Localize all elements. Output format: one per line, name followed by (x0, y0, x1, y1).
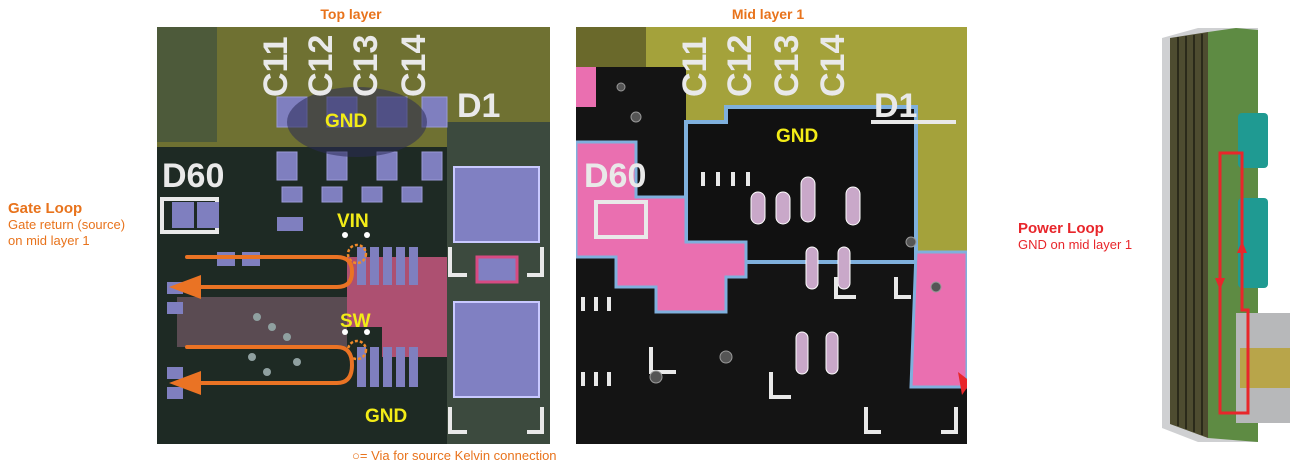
power-loop-title: Power Loop (1018, 220, 1104, 237)
kelvin-via-vin (346, 243, 368, 265)
c13-label: C13 (347, 35, 385, 97)
gate-loop-title: Gate Loop (8, 200, 83, 217)
mid-c14-label: C14 (814, 35, 852, 97)
c14-label: C14 (395, 35, 433, 97)
mid-d1-label: D1 (874, 87, 917, 125)
c12-label: C12 (302, 35, 340, 97)
power-loop-annotation: Power Loop GND on mid layer 1 (1018, 220, 1132, 253)
d1-label: D1 (457, 87, 500, 125)
mid-gnd-label: GND (776, 126, 818, 147)
kelvin-via-legend: ○= Via for source Kelvin connection (352, 448, 557, 463)
mid-c13-label: C13 (768, 35, 806, 97)
power-loop-line1: GND on mid layer 1 (1018, 237, 1133, 252)
gate-loop-line2: on mid layer 1 (8, 233, 90, 248)
kelvin-via-legend-text: = Via for source Kelvin connection (359, 448, 557, 463)
top-layer-title: Top layer (320, 6, 382, 22)
mid-d60-label: D60 (584, 157, 646, 195)
c11-label: C11 (257, 37, 295, 98)
sw-label: SW (340, 311, 371, 332)
top-layer-pcb-image: C11 C12 C13 C14 D1 D60 GND VIN SW GND (157, 27, 550, 444)
vin-label: VIN (337, 211, 369, 232)
mid-layer-title: Mid layer 1 (731, 6, 805, 22)
mid-c11-label: C11 (676, 37, 714, 98)
gate-loop-line1: Gate return (source) (8, 217, 126, 232)
kelvin-via-sw (346, 339, 368, 361)
d60-label: D60 (162, 157, 224, 195)
top-gnd-label: GND (325, 111, 367, 132)
board-side-view-image (1158, 28, 1290, 442)
kelvin-via-legend-symbol: ○ (352, 448, 360, 463)
mid-c12-label: C12 (721, 35, 759, 97)
bottom-gnd-label: GND (365, 406, 407, 427)
gate-loop-annotation: Gate Loop Gate return (source) on mid la… (8, 200, 125, 249)
power-loop-outline (1218, 151, 1250, 415)
mid-layer-pcb-image: C11 C12 C13 C14 D1 D60 GND (576, 27, 967, 444)
